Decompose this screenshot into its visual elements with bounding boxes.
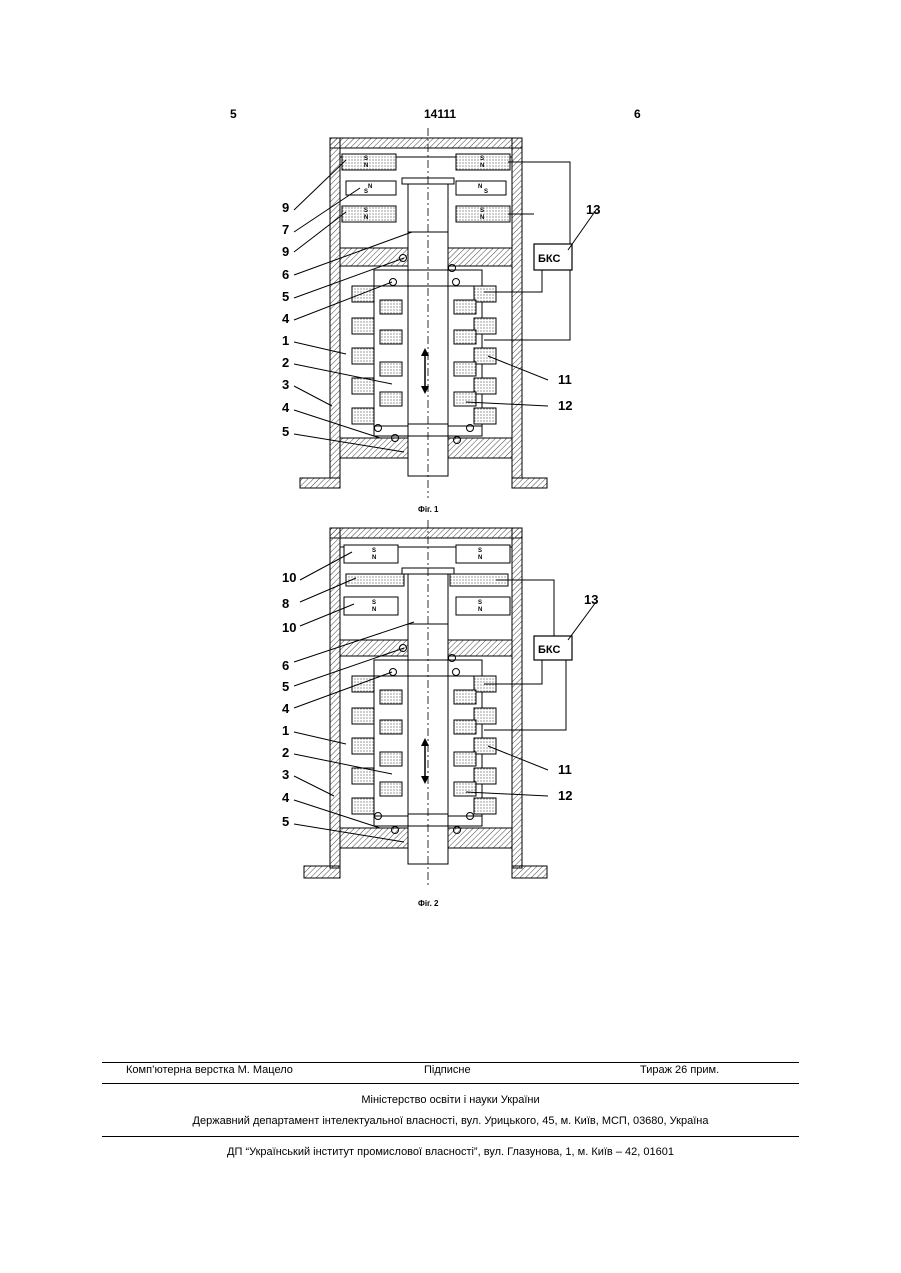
svg-text:5: 5 xyxy=(282,679,289,694)
svg-text:5: 5 xyxy=(282,814,289,829)
housing xyxy=(294,520,596,888)
footer-rule-bottom xyxy=(102,1136,799,1137)
svg-text:10: 10 xyxy=(282,620,296,635)
reference-labels-left: 10 8 10 6 5 4 1 2 3 4 5 xyxy=(282,570,296,829)
svg-text:4: 4 xyxy=(282,701,290,716)
footer-rule-top xyxy=(102,1062,799,1063)
footer-rule-middle xyxy=(102,1083,799,1084)
footer-department: Державний департамент інтелектуальної вл… xyxy=(0,1115,901,1127)
footer-typesetter: Комп’ютерна верстка М. Мацело xyxy=(126,1064,293,1076)
svg-text:S: S xyxy=(478,548,482,554)
svg-text:S: S xyxy=(372,600,376,606)
control-unit-label: БКС xyxy=(538,644,560,656)
svg-text:S: S xyxy=(478,600,482,606)
svg-text:N: N xyxy=(478,555,482,561)
svg-text:6: 6 xyxy=(282,658,289,673)
footer-print-run: Тираж 26 прим. xyxy=(640,1064,719,1076)
svg-text:1: 1 xyxy=(282,723,289,738)
svg-text:N: N xyxy=(372,607,376,613)
svg-text:8: 8 xyxy=(282,596,289,611)
footer-institute: ДП “Український інститут промислової вла… xyxy=(0,1146,901,1158)
footer-subscription: Підписне xyxy=(424,1064,471,1076)
svg-text:3: 3 xyxy=(282,767,289,782)
svg-text:11: 11 xyxy=(558,762,572,777)
svg-text:2: 2 xyxy=(282,745,289,760)
svg-text:N: N xyxy=(478,607,482,613)
footer-ministry: Міністерство освіти і науки України xyxy=(0,1094,901,1106)
figure-2-drawing: S N S N S N S N БКС 10 8 10 6 5 4 1 2 3 … xyxy=(0,0,901,920)
figure-2-caption: Фіг. 2 xyxy=(418,899,439,908)
svg-text:4: 4 xyxy=(282,790,290,805)
svg-text:12: 12 xyxy=(558,788,572,803)
reference-labels-right: 13 11 12 xyxy=(558,592,598,803)
svg-text:10: 10 xyxy=(282,570,296,585)
svg-text:13: 13 xyxy=(584,592,598,607)
svg-text:N: N xyxy=(372,555,376,561)
svg-text:S: S xyxy=(372,548,376,554)
